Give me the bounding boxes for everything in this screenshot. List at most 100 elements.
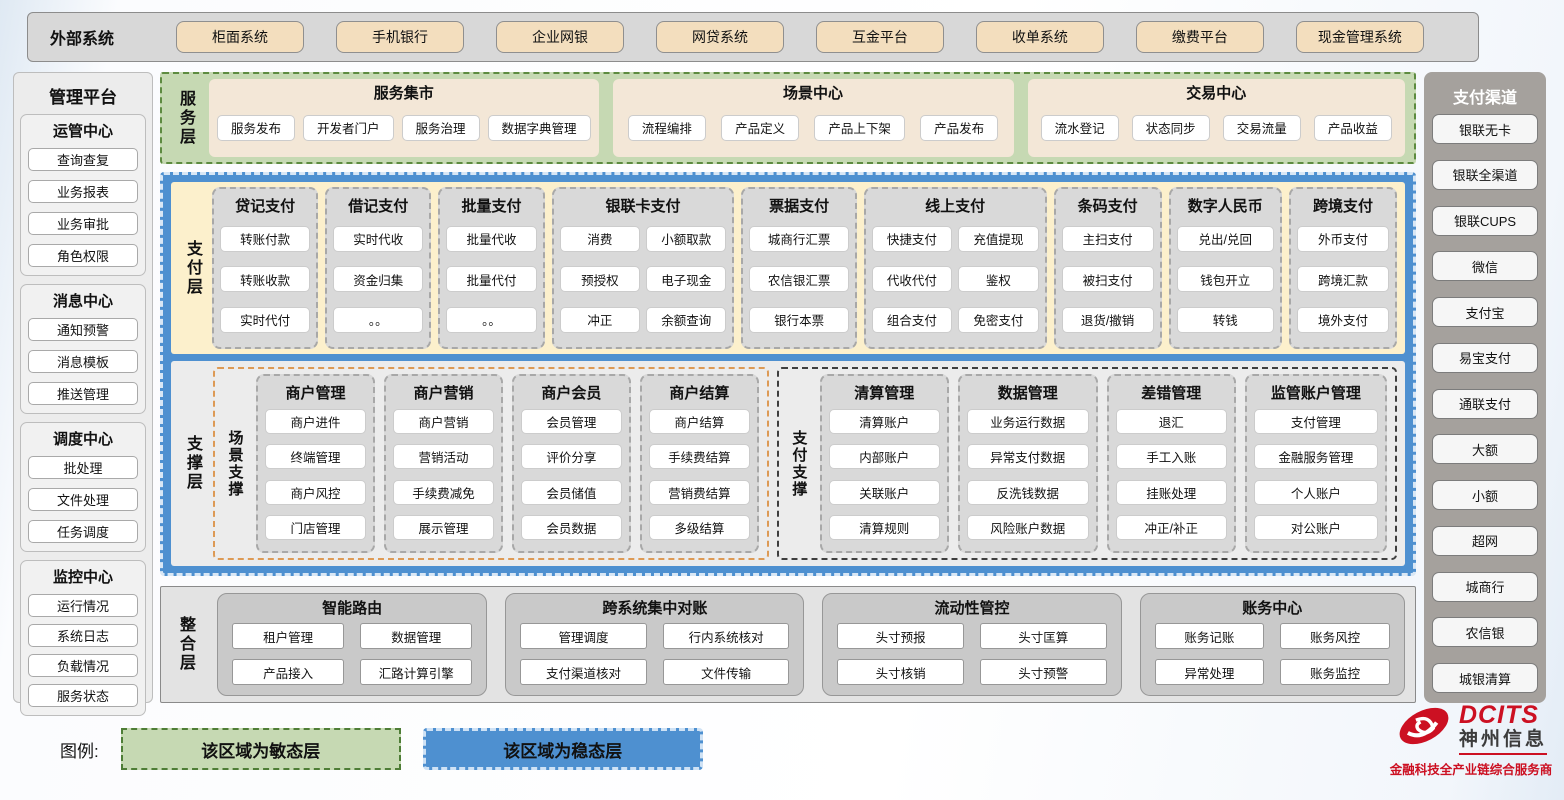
column-title: 数字人民币	[1187, 197, 1263, 215]
service-node: 流程编排	[627, 114, 706, 141]
external-system-node: 企业网银	[495, 21, 624, 53]
payment-channel-node: 易宝支付	[1432, 342, 1538, 373]
logo-tagline: 金融科技全产业链综合服务商	[1389, 762, 1553, 777]
support-layer-label: 支撑层	[184, 435, 201, 492]
integration-node: 数据管理	[360, 623, 473, 649]
column-items: 兑出/兑回钱包开立转钱	[1176, 217, 1274, 341]
management-node: 任务调度	[28, 520, 138, 543]
payment-channels-title: 支付渠道	[1452, 90, 1517, 107]
column-items: 业务运行数据异常支付数据反洗钱数据风险账户数据	[966, 404, 1089, 545]
group-monitoring-center: 监控中心 运行情况系统日志负载情况服务状态	[20, 560, 146, 716]
section-title: 流动性管控	[934, 600, 1010, 617]
management-node: 运行情况	[28, 594, 138, 617]
section-items: 租户管理数据管理产品接入汇路计算引擎	[232, 620, 473, 688]
integration-node: 支付渠道核对	[520, 659, 647, 685]
column-title: 票据支付	[769, 197, 830, 215]
service-layer-label: 服务层	[177, 89, 194, 147]
payment-node: 消费	[559, 225, 641, 252]
external-system-node: 收单系统	[975, 21, 1104, 53]
column-title: 数据管理	[997, 384, 1058, 402]
support-node: 异常支付数据	[966, 444, 1089, 470]
payment-node: 批量代收	[446, 225, 537, 252]
section-title: 账务中心	[1242, 600, 1303, 617]
integration-node: 产品接入	[232, 659, 345, 685]
column-clearing-management: 清算管理 清算账户内部账户关联账户清算规则	[819, 374, 949, 553]
integration-node: 账务记账	[1154, 623, 1265, 649]
management-node: 推送管理	[28, 382, 138, 405]
column-merchant-marketing: 商户营销 商户营销营销活动手续费减免展示管理	[383, 374, 503, 553]
section-liquidity-control: 流动性管控 头寸预报头寸匡算头寸核销头寸预警	[822, 593, 1122, 696]
column-title: 银联卡支付	[605, 197, 681, 215]
legend-agile-layer: 该区域为敏态层	[120, 728, 401, 770]
column-title: 清算管理	[854, 384, 915, 402]
integration-node: 文件传输	[662, 659, 790, 685]
group-operations-center: 运管中心 查询查复业务报表业务审批角色权限	[20, 114, 146, 276]
payment-node: 资金归集	[333, 266, 424, 292]
group-scene-support: 场景支撑 商户管理 商户进件终端管理商户风控门店管理 商户营销 商户营销营销活动…	[213, 367, 769, 560]
service-node: 服务发布	[217, 114, 296, 141]
column-items: 主扫支付被扫支付退货/撤销	[1061, 217, 1154, 341]
service-node: 流水登记	[1040, 114, 1119, 141]
integration-node: 异常处理	[1154, 659, 1265, 685]
column-items: 支付管理金融服务管理个人账户对公账户	[1253, 404, 1378, 545]
column-items: 城商行汇票农信银汇票银行本票	[749, 217, 849, 341]
section-title: 服务集市	[373, 85, 434, 102]
payment-node: 被扫支付	[1061, 266, 1154, 292]
column-title: 商户结算	[669, 384, 730, 402]
dcits-swirl-icon	[1395, 703, 1453, 754]
support-node: 商户结算	[648, 408, 750, 434]
section-cross-system-reconciliation: 跨系统集中对账 管理调度行内系统核对支付渠道核对文件传输	[505, 593, 805, 696]
payment-channel-node: 农信银	[1432, 617, 1538, 648]
management-node: 消息模板	[28, 350, 138, 373]
management-groups: 运管中心 查询查复业务报表业务审批角色权限 消息中心 通知预警消息模板推送管理 …	[20, 114, 146, 716]
support-node: 关联账户	[828, 479, 940, 505]
column-debit-payment: 借记支付 实时代收资金归集。。	[325, 187, 432, 349]
external-systems-label: 外部系统	[50, 31, 115, 48]
payment-node: 主扫支付	[1061, 225, 1154, 252]
service-node: 交易流量	[1222, 114, 1301, 141]
management-node: 服务状态	[28, 684, 138, 707]
service-layer: 服务层 服务集市 服务发布开发者门户服务治理数据字典管理 场景中心 流程编排产品…	[160, 72, 1416, 164]
section-trade-center: 交易中心 流水登记状态同步交易流量产品收益	[1027, 79, 1405, 157]
column-title: 借记支付	[348, 197, 409, 215]
column-items: 批量代收批量代付。。	[446, 217, 537, 341]
payment-node: 。。	[333, 306, 424, 333]
column-merchant-member: 商户会员 会员管理评价分享会员储值会员数据	[511, 374, 631, 553]
payment-support-label: 支付支撑	[790, 429, 808, 498]
section-title: 场景中心	[783, 85, 844, 102]
service-node: 状态同步	[1131, 114, 1210, 141]
section-items: 流程编排产品定义产品上下架产品发布	[621, 104, 1006, 151]
column-items: 商户结算手续费结算营销费结算多级结算	[648, 404, 750, 545]
section-scene-center: 场景中心 流程编排产品定义产品上下架产品发布	[612, 79, 1014, 157]
column-crossborder-payment: 跨境支付 外币支付跨境汇款境外支付	[1289, 187, 1397, 349]
management-node: 通知预警	[28, 318, 138, 341]
integration-node: 管理调度	[520, 623, 647, 649]
support-node: 会员数据	[520, 515, 622, 541]
support-node: 挂账处理	[1115, 479, 1227, 505]
payment-node: 电子现金	[646, 266, 727, 292]
legend: 图例: 该区域为敏态层 该区域为稳态层	[60, 728, 703, 770]
support-node: 营销活动	[392, 444, 494, 470]
column-barcode-payment: 条码支付 主扫支付被扫支付退货/撤销	[1053, 187, 1162, 349]
support-node: 会员储值	[520, 479, 622, 505]
management-platform-title: 管理平台	[49, 88, 117, 107]
support-node: 营销费结算	[648, 479, 750, 505]
section-items: 头寸预报头寸匡算头寸核销头寸预警	[837, 620, 1107, 688]
management-platform-panel: 管理平台 运管中心 查询查复业务报表业务审批角色权限 消息中心 通知预警消息模板…	[13, 72, 153, 716]
section-smart-routing: 智能路由 租户管理数据管理产品接入汇路计算引擎	[217, 593, 488, 696]
payment-node: 境外支付	[1297, 306, 1389, 333]
legend-label: 图例:	[60, 741, 99, 761]
payment-node: 充值提现	[958, 225, 1039, 252]
integration-node: 头寸预警	[979, 659, 1107, 685]
integration-node: 账务风控	[1280, 623, 1391, 649]
group-message-center: 消息中心 通知预警消息模板推送管理	[20, 284, 146, 414]
stable-layer-frame: 支付层 贷记支付 转账付款转账收款实时代付 借记支付 实时代收资金归集。。 批量…	[160, 172, 1416, 576]
column-title: 批量支付	[461, 197, 522, 215]
column-title: 商户管理	[285, 384, 346, 402]
group-title: 调度中心	[52, 431, 113, 448]
payment-channel-node: 城商行	[1432, 571, 1538, 602]
integration-node: 头寸匡算	[979, 623, 1107, 649]
column-credit-payment: 贷记支付 转账付款转账收款实时代付	[212, 187, 319, 349]
column-merchant-management: 商户管理 商户进件终端管理商户风控门店管理	[256, 374, 375, 553]
service-node: 产品发布	[920, 114, 999, 141]
